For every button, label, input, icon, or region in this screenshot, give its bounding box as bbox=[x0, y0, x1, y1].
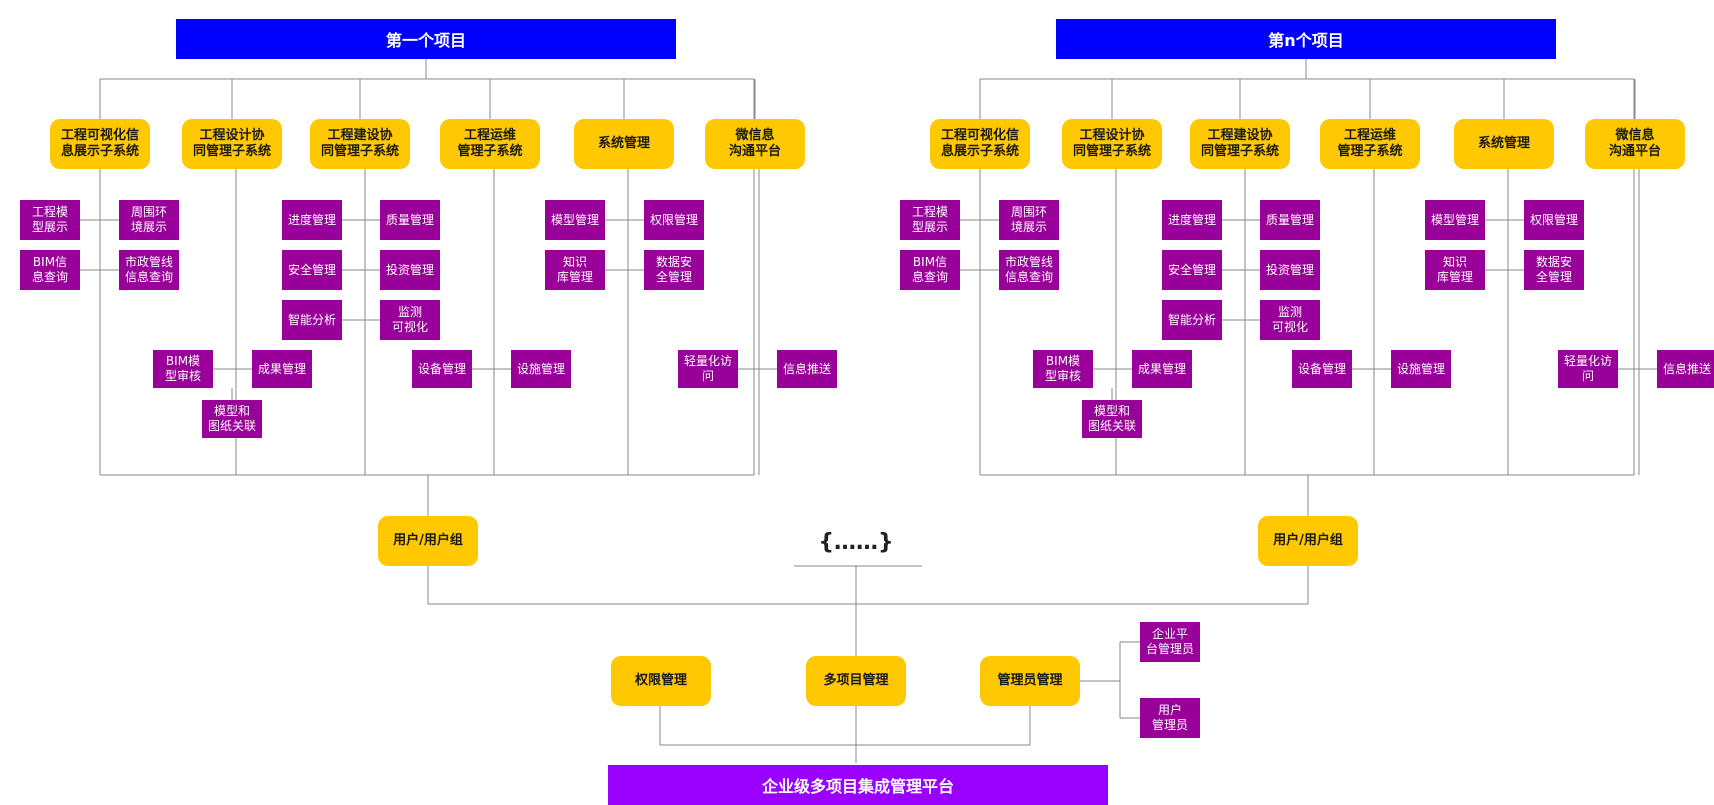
module-box: 投资管理 bbox=[1260, 250, 1320, 290]
module-box: 数据安 全管理 bbox=[644, 250, 704, 290]
subsystem-box: 工程设计协 同管理子系统 bbox=[182, 119, 282, 169]
multi-project-management-box: 多项目管理 bbox=[806, 656, 906, 706]
ellipsis-label: {……} bbox=[818, 530, 894, 555]
module-box: 市政管线 信息查询 bbox=[999, 250, 1059, 290]
project-title: 第一个项目 bbox=[176, 19, 676, 59]
module-box: 轻量化访 问 bbox=[678, 350, 738, 388]
module-box: 工程模 型展示 bbox=[20, 200, 80, 240]
admin-child-box: 用户 管理员 bbox=[1140, 698, 1200, 738]
subsystem-box: 工程运维 管理子系统 bbox=[1320, 119, 1420, 169]
module-box: 知识 库管理 bbox=[545, 250, 605, 290]
module-box: 安全管理 bbox=[1162, 250, 1222, 290]
subsystem-box: 工程建设协 同管理子系统 bbox=[1190, 119, 1290, 169]
module-box: BIM信 息查询 bbox=[20, 250, 80, 290]
module-box: 工程模 型展示 bbox=[900, 200, 960, 240]
subsystem-box: 微信息 沟通平台 bbox=[1585, 119, 1685, 169]
module-box: 轻量化访 问 bbox=[1558, 350, 1618, 388]
module-box: 设施管理 bbox=[511, 350, 571, 388]
module-box: BIM模 型审核 bbox=[153, 350, 213, 388]
module-box: 进度管理 bbox=[1162, 200, 1222, 240]
module-box: 周围环 境展示 bbox=[119, 200, 179, 240]
subsystem-box: 工程运维 管理子系统 bbox=[440, 119, 540, 169]
subsystem-box: 微信息 沟通平台 bbox=[705, 119, 805, 169]
module-box: BIM模 型审核 bbox=[1033, 350, 1093, 388]
subsystem-box: 工程可视化信 息展示子系统 bbox=[50, 119, 150, 169]
module-box: 设备管理 bbox=[412, 350, 472, 388]
module-box: 监测 可视化 bbox=[380, 300, 440, 340]
module-box: BIM信 息查询 bbox=[900, 250, 960, 290]
subsystem-box: 系统管理 bbox=[1454, 119, 1554, 169]
module-box: 设备管理 bbox=[1292, 350, 1352, 388]
module-box: 权限管理 bbox=[644, 200, 704, 240]
module-box: 质量管理 bbox=[380, 200, 440, 240]
module-box: 模型和 图纸关联 bbox=[1082, 400, 1142, 438]
module-box: 模型和 图纸关联 bbox=[202, 400, 262, 438]
module-box: 模型管理 bbox=[545, 200, 605, 240]
module-box: 智能分析 bbox=[1162, 300, 1222, 340]
project-title: 第n个项目 bbox=[1056, 19, 1556, 59]
module-box: 成果管理 bbox=[252, 350, 312, 388]
module-box: 质量管理 bbox=[1260, 200, 1320, 240]
module-box: 监测 可视化 bbox=[1260, 300, 1320, 340]
subsystem-box: 工程建设协 同管理子系统 bbox=[310, 119, 410, 169]
module-box: 周围环 境展示 bbox=[999, 200, 1059, 240]
module-box: 投资管理 bbox=[380, 250, 440, 290]
module-box: 市政管线 信息查询 bbox=[119, 250, 179, 290]
subsystem-box: 工程可视化信 息展示子系统 bbox=[930, 119, 1030, 169]
module-box: 信息推送 bbox=[1657, 350, 1714, 388]
module-box: 智能分析 bbox=[282, 300, 342, 340]
platform-bar: 企业级多项目集成管理平台 bbox=[608, 765, 1108, 805]
module-box: 进度管理 bbox=[282, 200, 342, 240]
module-box: 知识 库管理 bbox=[1425, 250, 1485, 290]
admin-management-box: 管理员管理 bbox=[980, 656, 1080, 706]
module-box: 成果管理 bbox=[1132, 350, 1192, 388]
subsystem-box: 工程设计协 同管理子系统 bbox=[1062, 119, 1162, 169]
users-box: 用户/用户组 bbox=[378, 516, 478, 566]
module-box: 模型管理 bbox=[1425, 200, 1485, 240]
module-box: 安全管理 bbox=[282, 250, 342, 290]
subsystem-box: 系统管理 bbox=[574, 119, 674, 169]
users-box: 用户/用户组 bbox=[1258, 516, 1358, 566]
module-box: 权限管理 bbox=[1524, 200, 1584, 240]
admin-child-box: 企业平 台管理员 bbox=[1140, 622, 1200, 662]
permission-management-box: 权限管理 bbox=[611, 656, 711, 706]
module-box: 信息推送 bbox=[777, 350, 837, 388]
module-box: 数据安 全管理 bbox=[1524, 250, 1584, 290]
module-box: 设施管理 bbox=[1391, 350, 1451, 388]
